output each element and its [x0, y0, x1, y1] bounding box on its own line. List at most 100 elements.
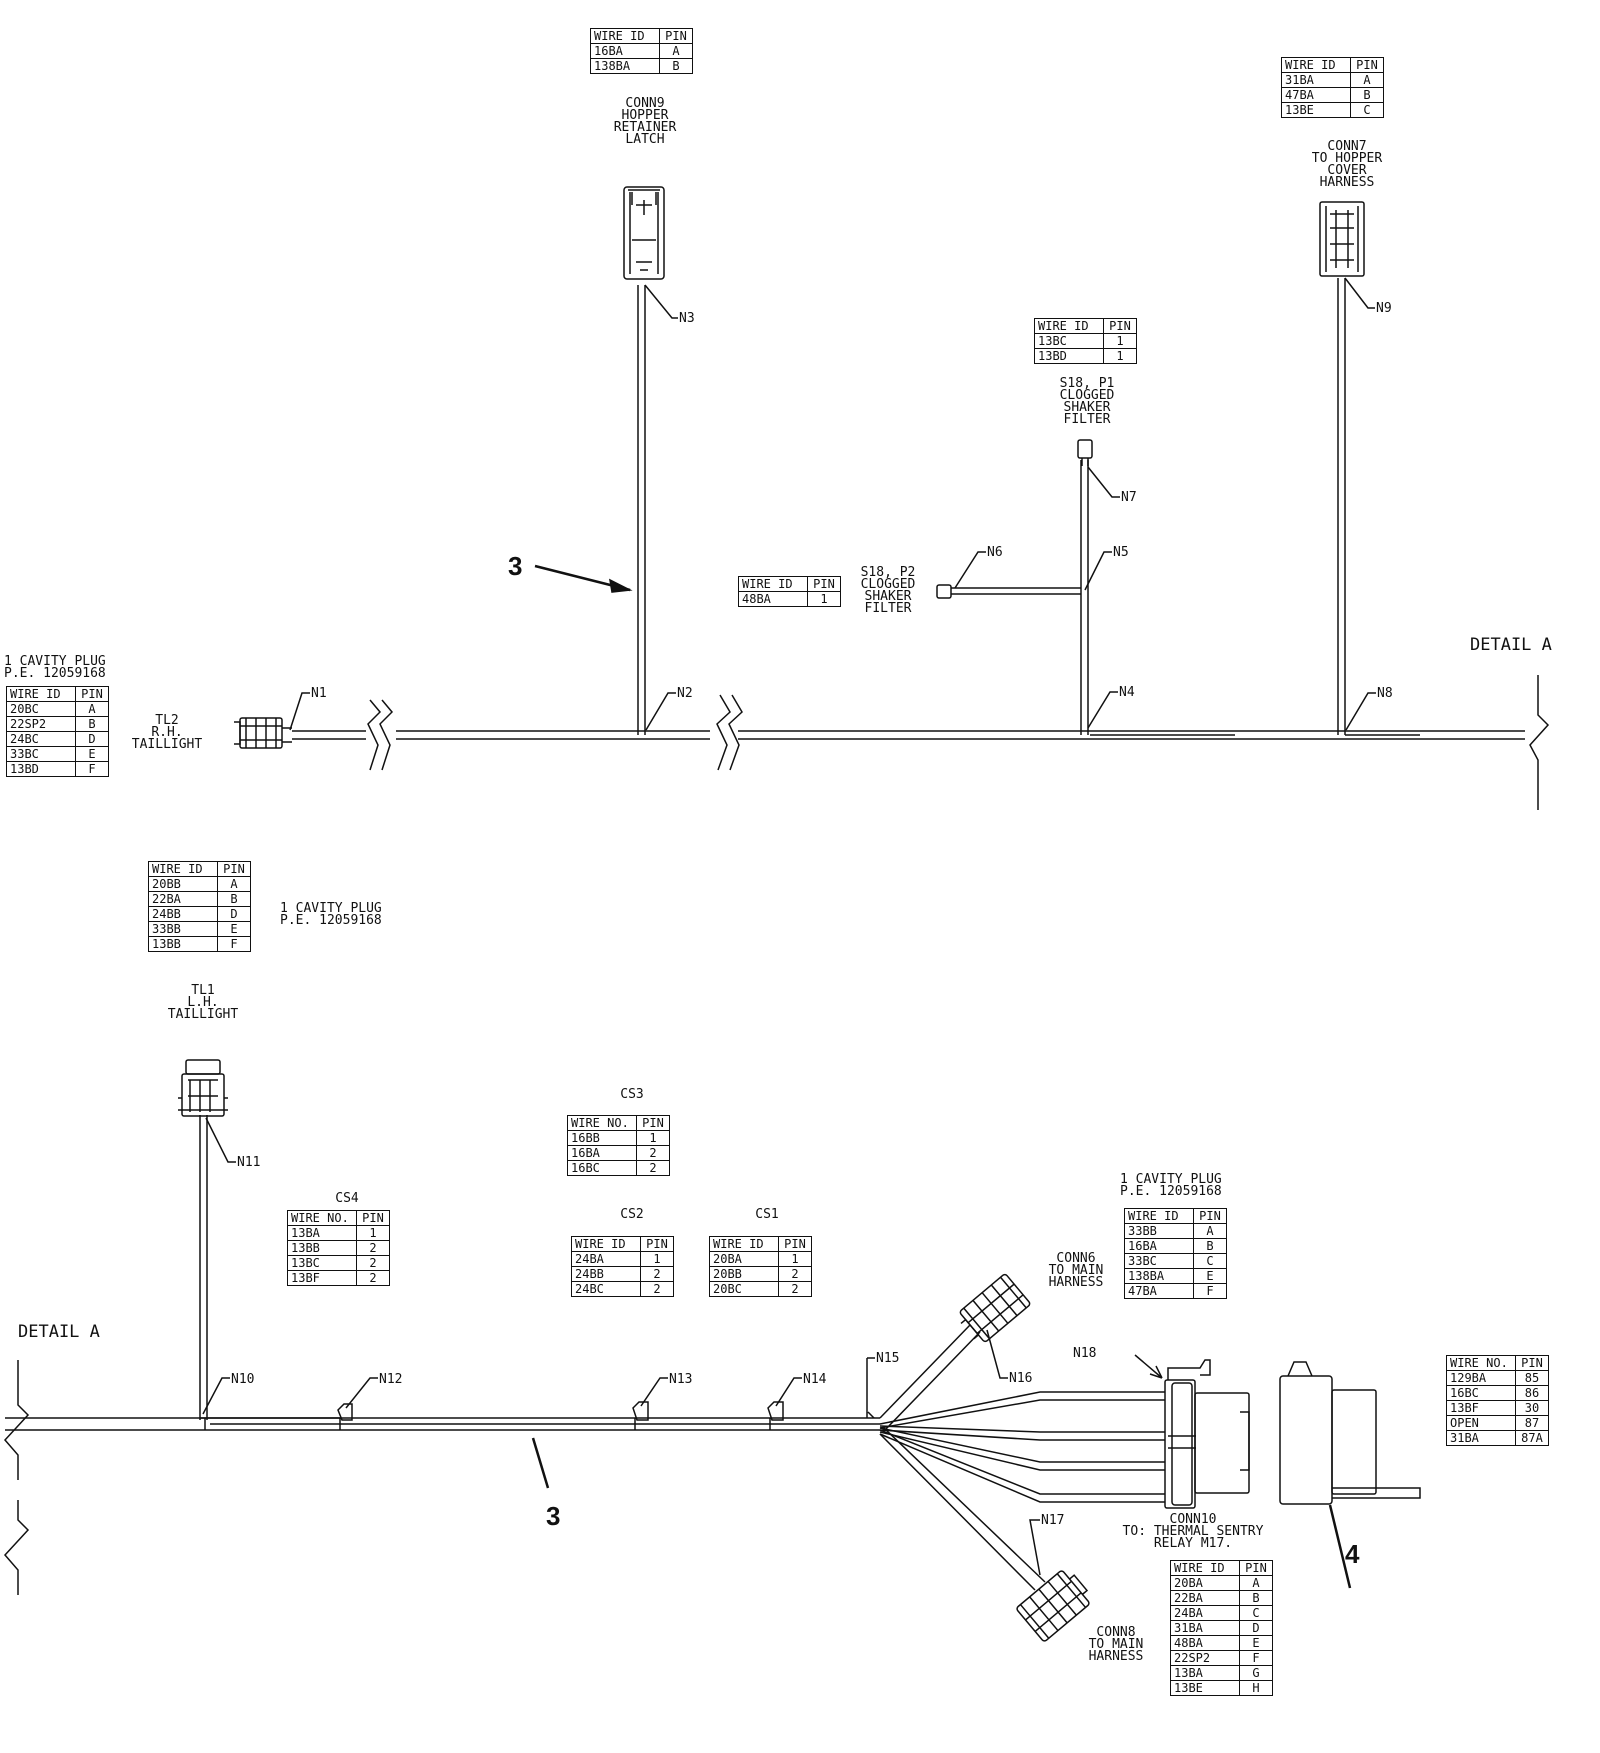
wire-id-cell: 16BB — [567, 1130, 637, 1146]
pin-cell: A — [1193, 1223, 1227, 1239]
node-n15: N15 — [876, 1351, 899, 1366]
pin-cell: F — [1193, 1283, 1227, 1299]
conn6-connector — [959, 1273, 1031, 1343]
pin-cell: C — [1193, 1253, 1227, 1269]
upper-trunk — [292, 675, 1550, 810]
node-n12: N12 — [379, 1372, 402, 1387]
header-wire: WIRE ID — [148, 861, 218, 877]
pin-cell: 1 — [807, 591, 841, 607]
node-n1: N1 — [311, 686, 327, 701]
s18p1-label-1: S18, P1 — [1060, 376, 1115, 391]
pin-cell: 85 — [1515, 1370, 1549, 1386]
wire-id-cell: 24BB — [148, 906, 218, 922]
header-wire: WIRE ID — [1034, 318, 1104, 334]
wire-id-cell: 20BA — [1170, 1575, 1240, 1591]
wire-id-cell: 22SP2 — [1170, 1650, 1240, 1666]
pin-cell: 30 — [1515, 1400, 1549, 1416]
pin-cell: B — [1193, 1238, 1227, 1254]
wire-id-cell: 22BA — [1170, 1590, 1240, 1606]
wire-id-cell: 47BA — [1124, 1283, 1194, 1299]
wire-id-cell: 13BC — [287, 1255, 357, 1271]
callout-3-upper: 3 — [508, 551, 522, 581]
s18p2-label-1: S18, P2 — [861, 565, 916, 580]
s18p2-label-2: CLOGGED — [861, 577, 916, 592]
node-n13: N13 — [669, 1372, 692, 1387]
component-labels: CONN9 HOPPER RETAINER LATCH CONN7 TO HOP… — [132, 96, 1383, 1664]
wire-id-cell: 24BA — [1170, 1605, 1240, 1621]
tl1-label-1: TL1 — [191, 983, 214, 998]
node-n17: N17 — [1041, 1513, 1064, 1528]
wire-id-cell: 31BA — [1170, 1620, 1240, 1636]
conn8-label-2: TO MAIN — [1089, 1637, 1144, 1652]
header-wire: WIRE ID — [571, 1236, 641, 1252]
header-pin: PIN — [640, 1236, 674, 1252]
conn7-label-1: CONN7 — [1327, 139, 1366, 154]
cs1-label: CS1 — [755, 1207, 778, 1222]
conn10-connector — [1134, 1354, 1250, 1509]
tl2-connector — [234, 692, 310, 749]
s18-branch — [936, 439, 1120, 735]
cs3-label: CS3 — [620, 1087, 643, 1102]
wire-id-cell: 16BC — [1446, 1385, 1516, 1401]
plug-conn6-label-2: P.E. 12059168 — [1120, 1184, 1222, 1199]
conn6-label-1: CONN6 — [1056, 1251, 1095, 1266]
pin-cell: 1 — [636, 1130, 670, 1146]
conn8-label-3: HARNESS — [1089, 1649, 1144, 1664]
callout-3-upper-arrowhead — [609, 578, 633, 593]
conn10-label-3: RELAY M17. — [1154, 1536, 1232, 1551]
detail-a-left: DETAIL A — [18, 1322, 100, 1342]
pin-cell: G — [1239, 1665, 1273, 1681]
pin-cell: E — [75, 746, 109, 762]
header-pin: PIN — [1103, 318, 1137, 334]
header-pin: PIN — [659, 28, 693, 44]
wire-id-cell: 33BC — [1124, 1253, 1194, 1269]
header-wire: WIRE NO. — [1446, 1355, 1516, 1371]
pin-cell: 87A — [1515, 1430, 1549, 1446]
header-wire: WIRE ID — [1281, 57, 1351, 73]
fan-out — [866, 1324, 1165, 1591]
pin-cell: 2 — [356, 1255, 390, 1271]
plug-tl1-label-2: P.E. 12059168 — [280, 913, 382, 928]
node-n14: N14 — [803, 1372, 827, 1387]
pin-cell: H — [1239, 1680, 1273, 1696]
wire-id-cell: 22BA — [148, 891, 218, 907]
wire-id-cell: 13BD — [6, 761, 76, 777]
tl2-label-2: R.H. — [151, 725, 182, 740]
wire-id-cell: 16BA — [1124, 1238, 1194, 1254]
pin-cell: F — [217, 936, 251, 952]
node-n16: N16 — [1009, 1371, 1032, 1386]
tl2-label-3: TAILLIGHT — [132, 737, 203, 752]
pin-cell: B — [75, 716, 109, 732]
n2-leader — [645, 692, 676, 731]
header-wire: WIRE ID — [709, 1236, 779, 1252]
pin-cell: 2 — [640, 1281, 674, 1297]
